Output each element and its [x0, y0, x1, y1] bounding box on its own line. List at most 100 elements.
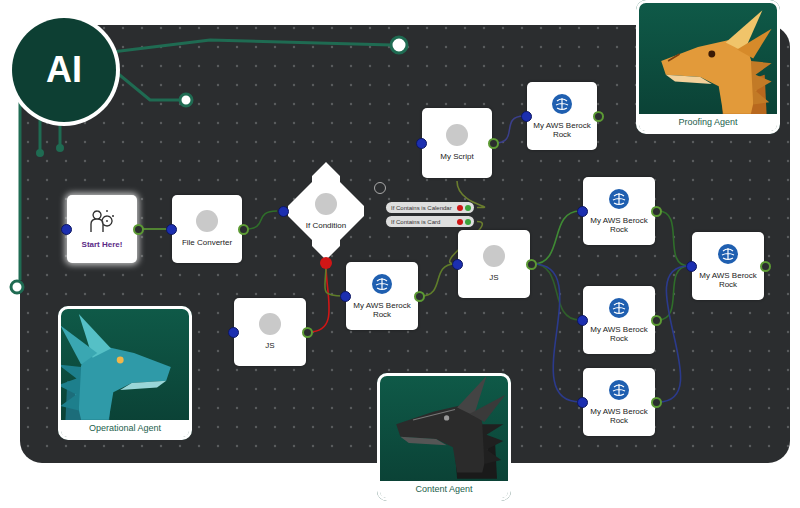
node-label: Content Agent — [382, 484, 506, 494]
false-port — [320, 257, 332, 269]
output-port — [651, 206, 662, 217]
node-label: JS — [265, 341, 274, 350]
node-label: Proofing Agent — [641, 117, 775, 127]
card-ground — [377, 373, 511, 501]
input-port — [340, 291, 351, 302]
circuit-lines — [20, 40, 392, 280]
model-icon-lines — [722, 248, 734, 260]
green-dot — [465, 205, 471, 211]
process-box: JS — [234, 298, 306, 366]
node-label: My AWS Berock Rock — [587, 407, 651, 425]
connector — [245, 211, 277, 229]
model-icon-lines — [613, 193, 625, 205]
process-box: My AWS Berock Rock — [583, 368, 655, 436]
input-port — [577, 206, 588, 217]
model-icon — [608, 297, 630, 319]
model-icon-lines — [556, 98, 568, 110]
input-port — [228, 327, 239, 338]
input-port — [577, 315, 588, 326]
node-icon — [483, 245, 505, 267]
process-box: File Converter — [172, 195, 242, 263]
connector — [140, 228, 169, 230]
model-icon — [371, 273, 393, 295]
connector — [533, 264, 580, 320]
process-box: My AWS Berock Rock — [583, 177, 655, 245]
start-figure — [91, 210, 114, 232]
node-label: Operational Agent — [63, 423, 187, 433]
output-port — [488, 138, 499, 149]
output-port — [302, 327, 313, 338]
agent-card: Content Agent — [377, 373, 511, 501]
red-dot — [457, 205, 463, 211]
model-icon-disc — [609, 298, 629, 318]
agent-card: Operational Agent — [58, 306, 192, 440]
node-label: If Condition — [306, 221, 346, 230]
output-port — [760, 261, 771, 272]
pill-dots — [457, 205, 471, 211]
process-box: My AWS Berock Rock — [346, 262, 418, 330]
node-icon — [446, 124, 468, 146]
condition-pill: If Contains is Card — [386, 216, 474, 227]
node-label: If Contains is Calendar — [391, 205, 452, 211]
process-box: My AWS Berock Rock — [583, 286, 655, 354]
ai-badge: AI — [12, 18, 116, 122]
connector — [495, 116, 524, 143]
model-icon — [717, 243, 739, 265]
output-port — [651, 397, 662, 408]
connector — [533, 264, 580, 402]
input-port — [166, 224, 177, 235]
dragon-teal — [58, 314, 171, 429]
diamond-shape — [288, 162, 364, 260]
input-port — [521, 111, 532, 122]
process-box: JS — [458, 230, 530, 298]
ai-disc — [12, 18, 116, 122]
ai-ring — [8, 14, 120, 126]
model-icon-disc — [718, 244, 738, 264]
model-icon-disc — [609, 189, 629, 209]
card-label-band: Proofing Agent — [639, 114, 777, 131]
model-icon-disc — [552, 94, 572, 114]
node-label: JS — [489, 273, 498, 282]
node-label: File Converter — [182, 238, 232, 247]
node-label: My AWS Berock Rock — [350, 301, 414, 319]
process-box: Start Here! — [67, 195, 137, 263]
process-box: My Script — [422, 108, 492, 178]
node-icon — [315, 193, 337, 215]
circuit-nodes — [11, 37, 407, 293]
output-port — [133, 224, 144, 235]
green-dot — [465, 219, 471, 225]
red-dot — [457, 219, 463, 225]
connector — [658, 266, 689, 402]
process-box: My AWS Berock Rock — [527, 82, 597, 150]
node-label: My AWS Berock Rock — [696, 271, 760, 289]
connector — [421, 264, 455, 296]
output-port — [238, 224, 249, 235]
input-port — [686, 261, 697, 272]
output-port — [593, 111, 604, 122]
agent-card: Proofing Agent — [636, 0, 780, 134]
start-icon — [85, 208, 119, 234]
node-icon — [196, 210, 218, 232]
model-icon-lines — [376, 278, 388, 290]
card-ground — [636, 0, 780, 134]
card-ground — [58, 306, 192, 440]
node-label: Start Here! — [82, 240, 123, 249]
add-button — [374, 182, 386, 194]
input-port — [416, 138, 427, 149]
node-label: My AWS Berock Rock — [531, 121, 593, 139]
model-icon — [551, 93, 573, 115]
connector — [325, 265, 343, 296]
card-label-band: Content Agent — [380, 481, 508, 498]
model-icon-disc — [372, 274, 392, 294]
input-port — [278, 206, 289, 217]
node-label: My AWS Berock Rock — [587, 216, 651, 234]
process-box: My AWS Berock Rock — [692, 232, 764, 300]
output-port — [414, 291, 425, 302]
model-icon — [608, 188, 630, 210]
model-icon-disc — [609, 380, 629, 400]
dragon-orange — [661, 10, 771, 123]
input-port — [452, 259, 463, 270]
card-label-band: Operational Agent — [61, 420, 189, 437]
node-label: If Contains is Card — [391, 219, 440, 225]
